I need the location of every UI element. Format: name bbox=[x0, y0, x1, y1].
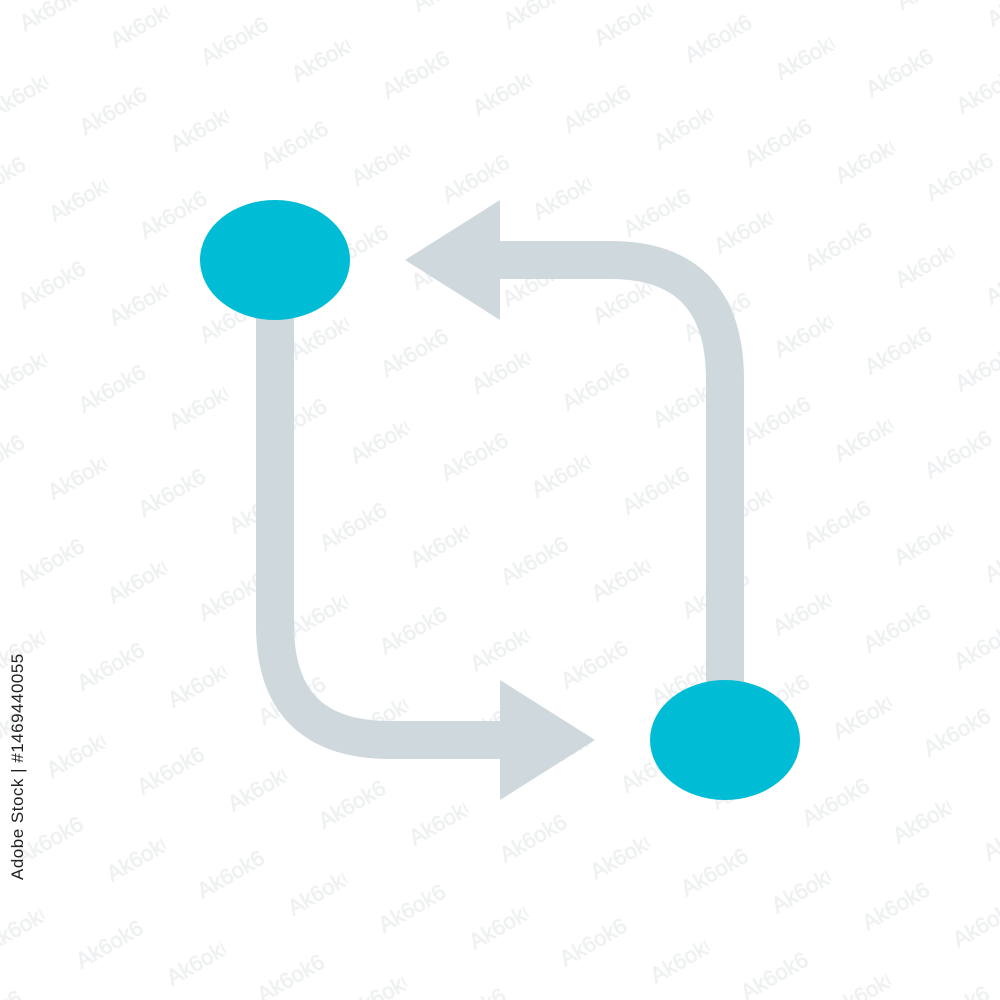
arrow-left-head bbox=[405, 200, 500, 320]
arrow-right-head bbox=[500, 680, 595, 800]
stock-image-id: Adobe Stock | #1469440055 bbox=[8, 653, 27, 880]
connector-right bbox=[490, 241, 744, 700]
start-node bbox=[200, 200, 350, 320]
end-node bbox=[650, 680, 800, 800]
connector-left bbox=[256, 300, 510, 759]
